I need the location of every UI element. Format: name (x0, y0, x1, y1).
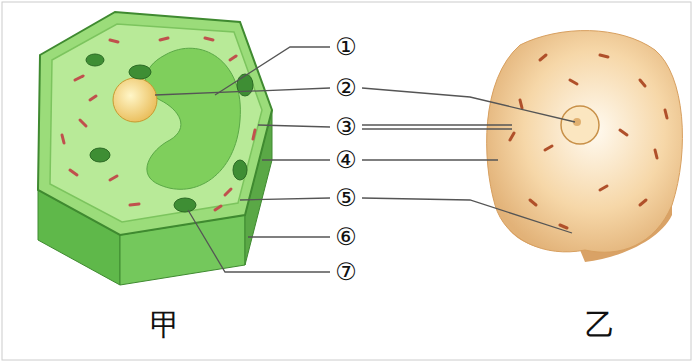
figure-label: 乙 (585, 310, 615, 340)
plant-cell (38, 12, 272, 285)
callout-number: ④ (335, 148, 357, 172)
callout-number: ③ (335, 115, 357, 139)
callout-number: ⑦ (335, 260, 357, 284)
callout-number: ① (335, 35, 357, 59)
callout-number: ② (335, 76, 357, 100)
animal-cell (487, 31, 683, 262)
figure-label: 甲 (150, 310, 180, 340)
callout-number: ⑤ (335, 186, 357, 210)
leader-lines (155, 47, 575, 272)
callout-number: ⑥ (335, 225, 357, 249)
